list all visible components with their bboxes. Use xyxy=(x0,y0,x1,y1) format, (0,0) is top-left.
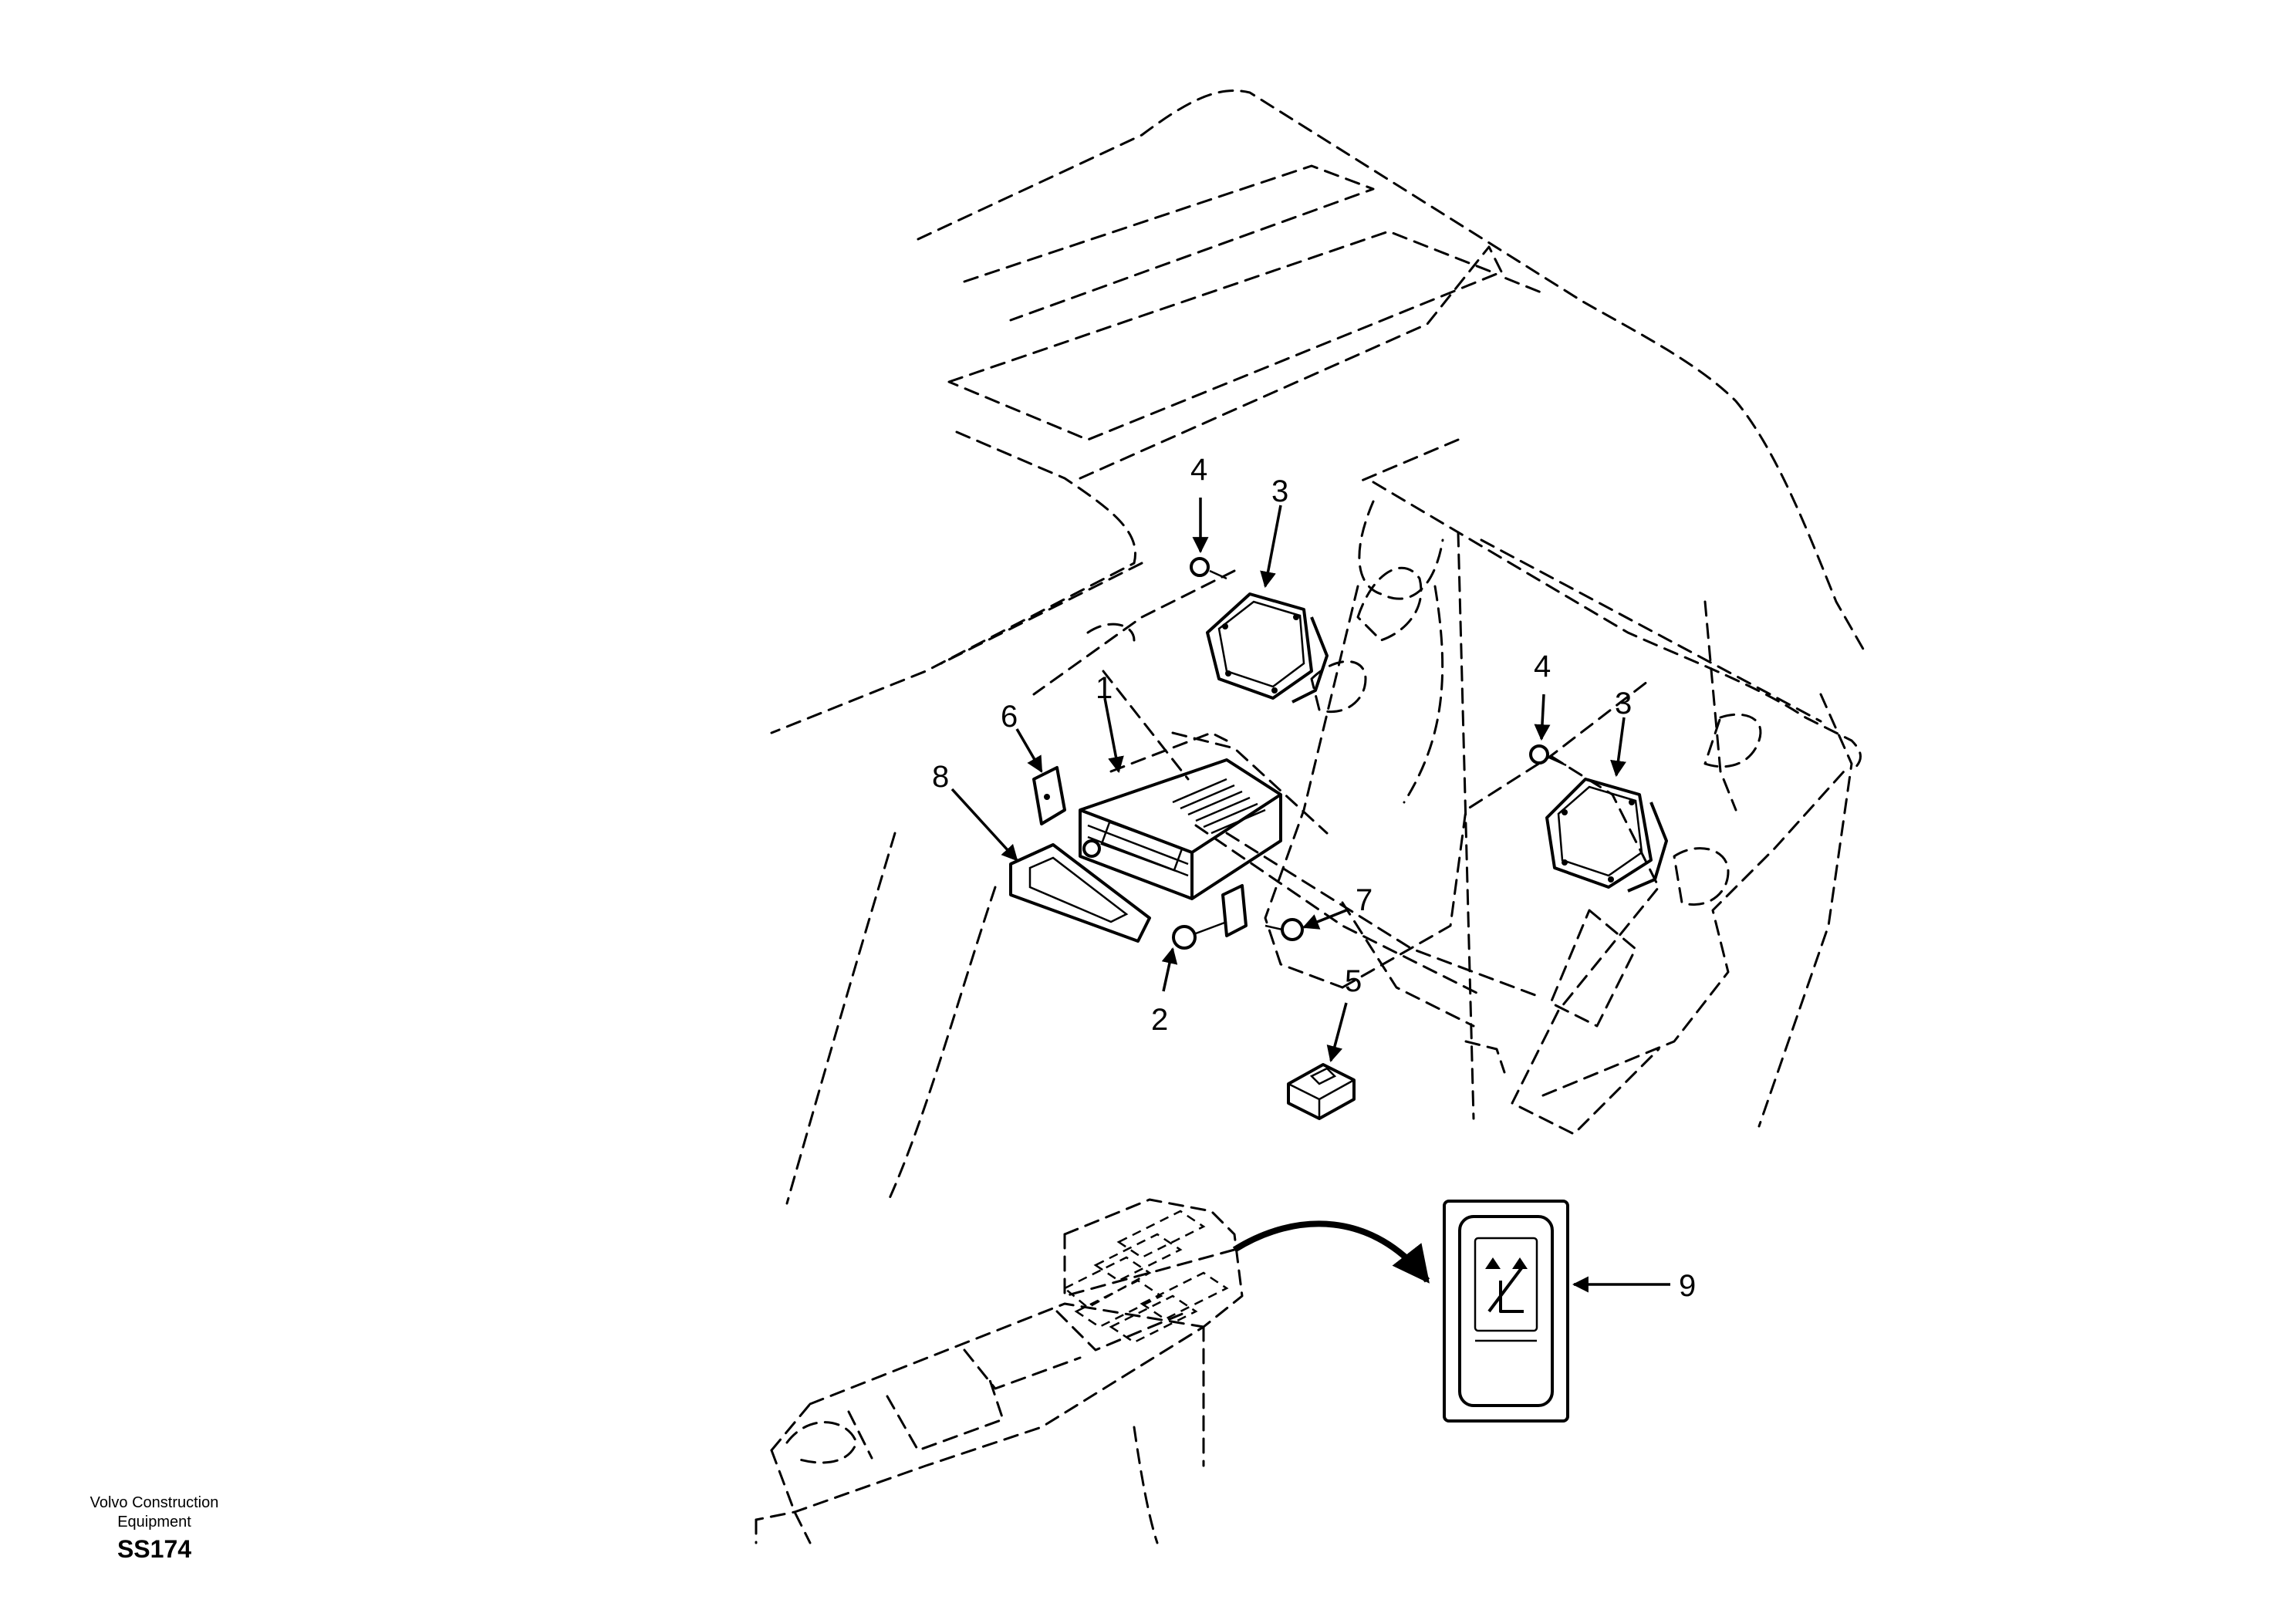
speaker-right xyxy=(1529,744,1668,893)
callout-5: 5 xyxy=(1345,964,1362,998)
company-name-line2: Equipment xyxy=(117,1514,191,1531)
speaker-left xyxy=(1190,557,1329,704)
callout-7: 7 xyxy=(1356,883,1373,917)
callout-1: 1 xyxy=(1096,671,1113,705)
callout-4-right: 4 xyxy=(1534,650,1551,683)
callout-9: 9 xyxy=(1679,1269,1696,1303)
cab-outline xyxy=(770,89,1869,1205)
callout-6: 6 xyxy=(1001,700,1018,734)
console-outline xyxy=(755,1198,1244,1544)
callout-3-left: 3 xyxy=(1271,474,1288,508)
callout-8: 8 xyxy=(932,760,949,794)
company-name: Volvo Construction Equipment xyxy=(54,1493,255,1532)
callout-2: 2 xyxy=(1151,1003,1168,1037)
company-name-line1: Volvo Construction xyxy=(89,1494,219,1511)
switch-detail xyxy=(1232,1200,1569,1423)
callouts: 1 2 3 3 4 4 5 6 7 8 9 xyxy=(932,453,1696,1303)
callout-3-right: 3 xyxy=(1615,687,1632,721)
callout-4-left: 4 xyxy=(1190,453,1207,487)
drawing-code: SS174 xyxy=(116,1535,192,1563)
radio-assembly xyxy=(1009,758,1356,1120)
